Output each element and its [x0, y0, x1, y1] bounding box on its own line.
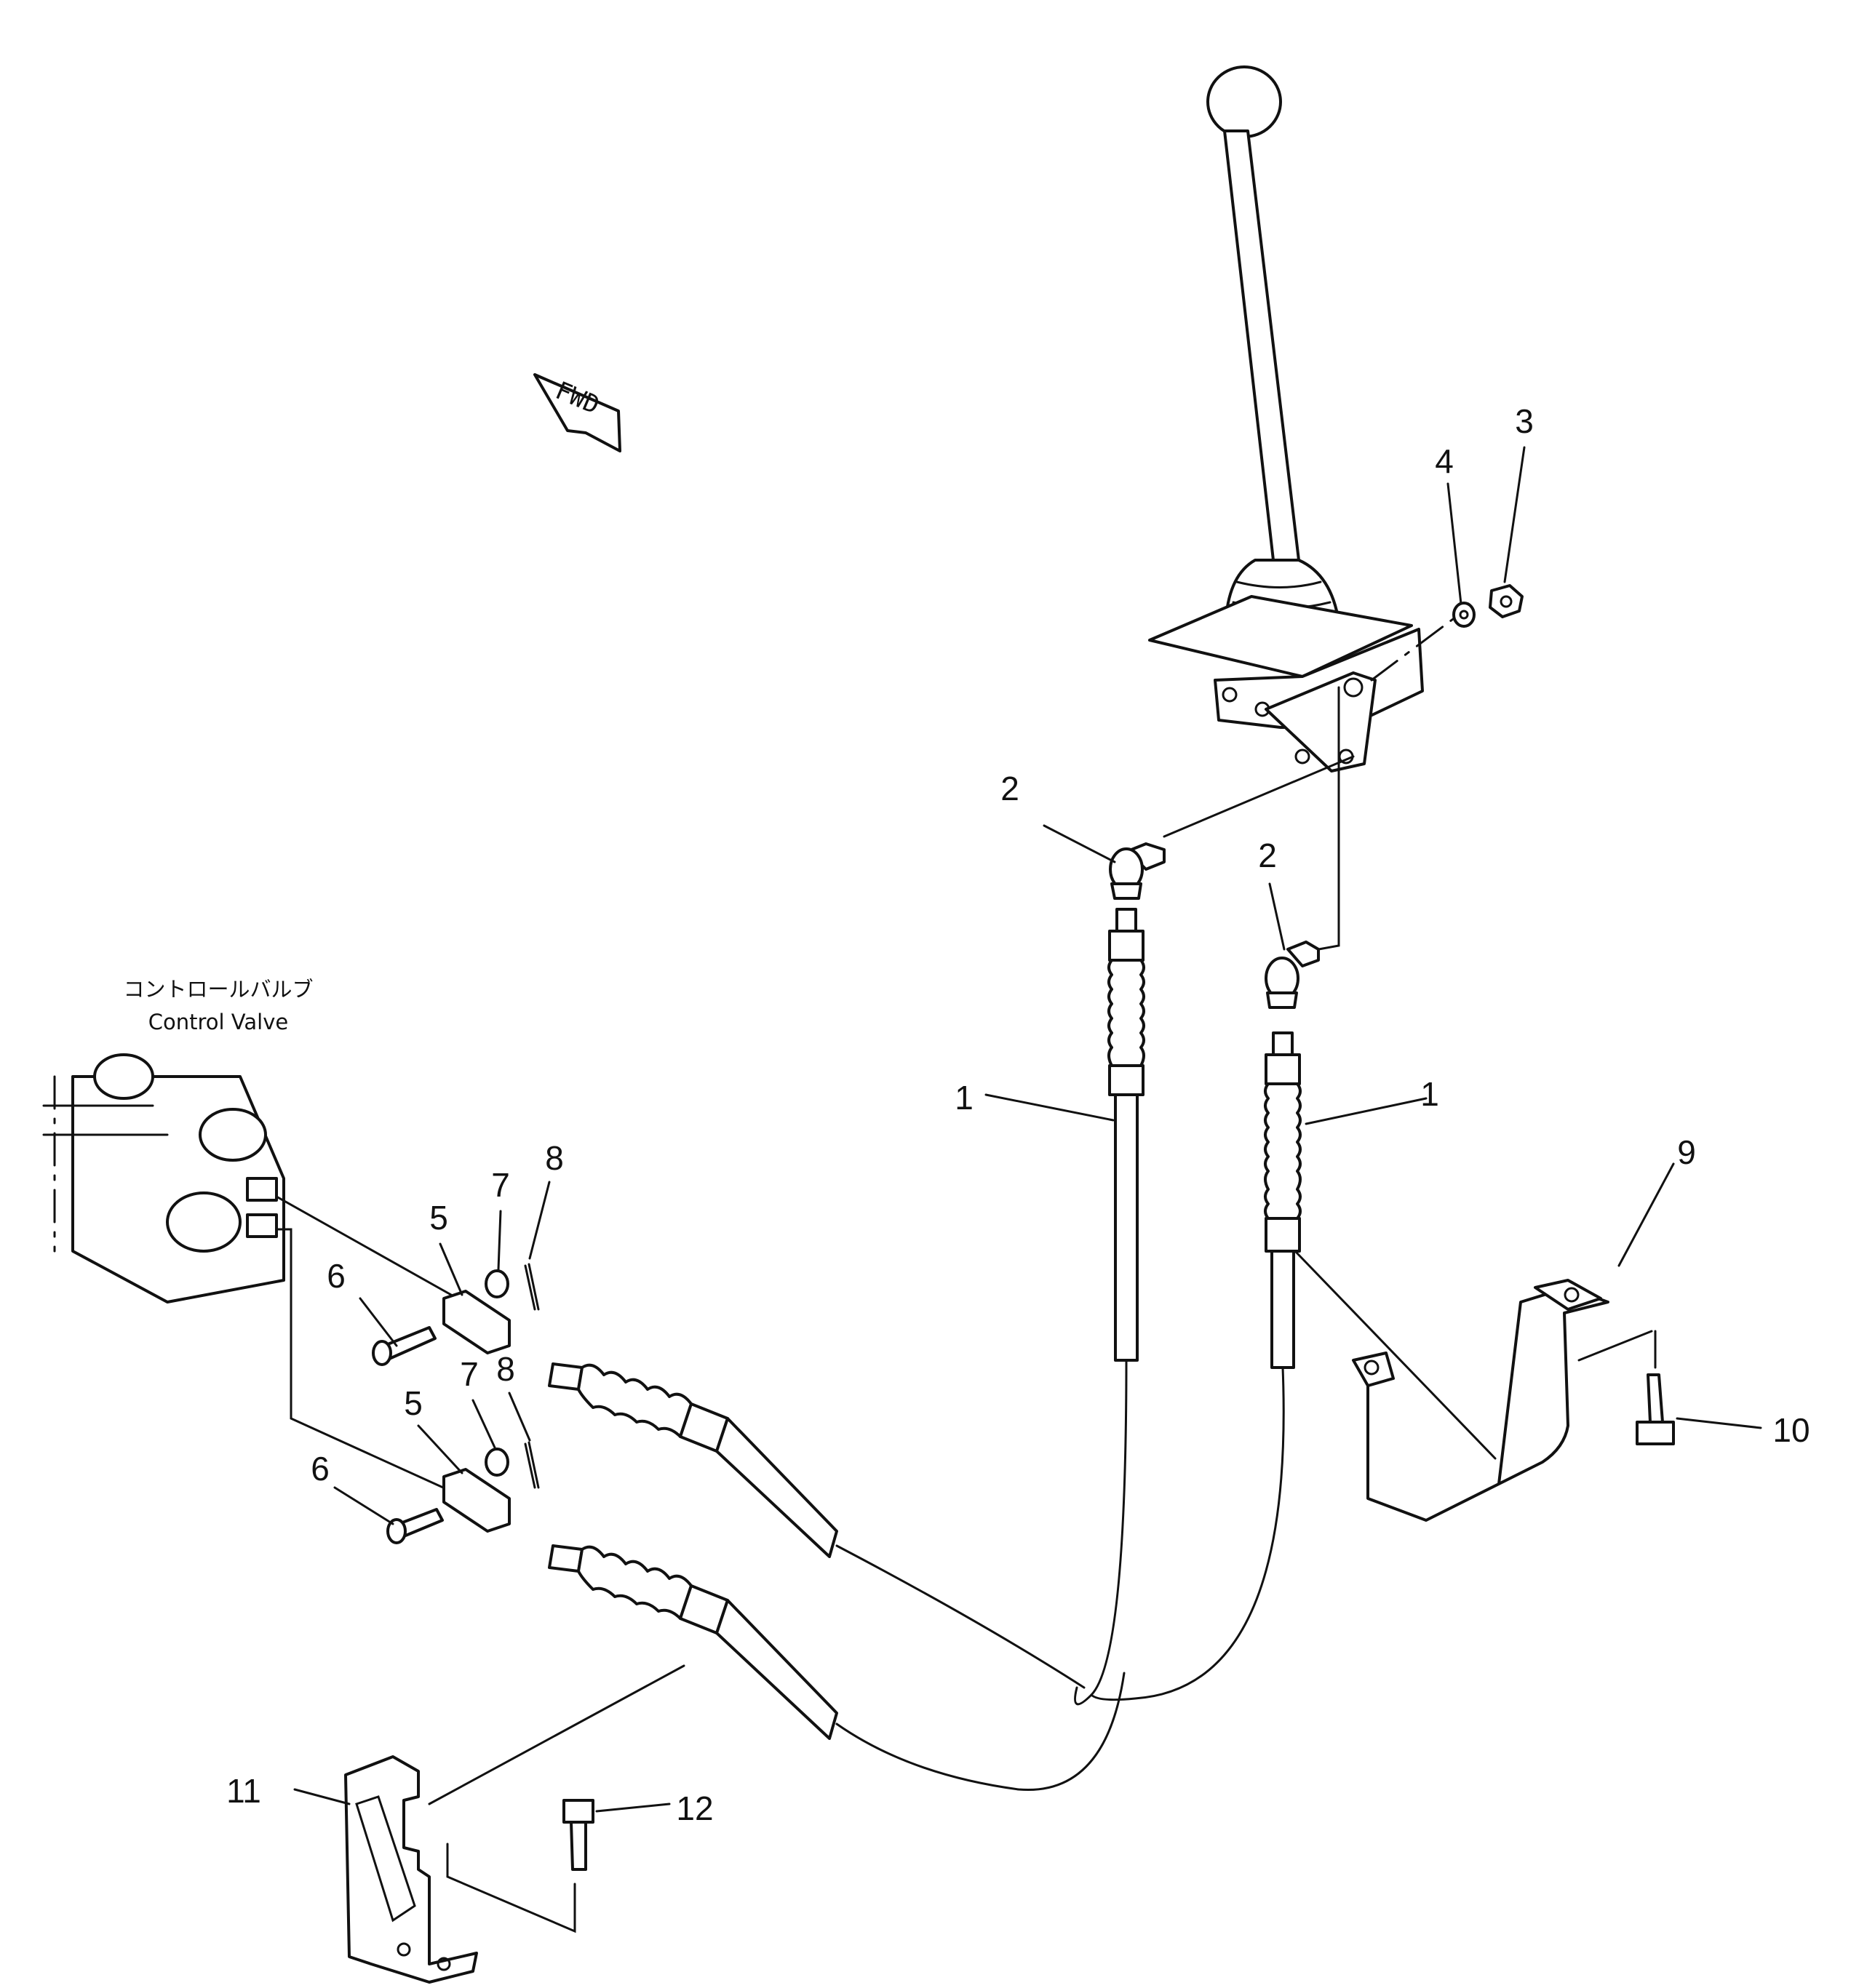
- ball-joint-left: [1109, 842, 1166, 900]
- cable-end-upper: [548, 1362, 838, 1558]
- callout-2-left: 2: [1000, 770, 1019, 807]
- callout-5-upper: 5: [429, 1199, 448, 1237]
- callout-5-lower: 5: [404, 1384, 423, 1422]
- control-lever-assembly: [1148, 65, 1524, 773]
- cable-end-lower: [548, 1544, 838, 1740]
- callout-3: 3: [1515, 402, 1534, 440]
- callout-9: 9: [1677, 1133, 1696, 1171]
- lever-arm: [1265, 671, 1377, 773]
- fwd-direction-marker: FWD: [533, 373, 621, 452]
- callout-10: 10: [1772, 1411, 1810, 1449]
- washer: [1452, 602, 1476, 628]
- nut: [1489, 584, 1524, 618]
- clevis: [442, 1468, 511, 1533]
- lever-base-plate: [1148, 595, 1413, 678]
- callout-8-lower: 8: [496, 1350, 515, 1388]
- leader-lines: [293, 446, 1762, 1813]
- callout-12: 12: [676, 1789, 713, 1827]
- control-valve-label-en: Control Valve: [148, 1010, 288, 1034]
- callout-7-upper: 7: [491, 1166, 510, 1204]
- cable-right: [1090, 1031, 1302, 1701]
- callout-1-right: 1: [1420, 1075, 1439, 1113]
- callout-6-lower: 6: [311, 1450, 330, 1488]
- control-valve-label-jp: コントロールバルブ: [123, 977, 313, 1002]
- callout-6-upper: 6: [327, 1257, 346, 1295]
- ball-joint-right: [1265, 941, 1320, 1009]
- callout-1-left: 1: [955, 1079, 974, 1117]
- washer: [485, 1448, 509, 1477]
- bolt-12: [562, 1799, 594, 1871]
- clevis-set-upper: [372, 1263, 540, 1366]
- callout-8-upper: 8: [545, 1139, 564, 1177]
- cotter-pin: [524, 1441, 540, 1489]
- cable-left: [1074, 908, 1145, 1706]
- clevis: [442, 1290, 511, 1354]
- clevis-set-lower: [386, 1441, 540, 1544]
- callout-4: 4: [1435, 442, 1454, 480]
- cotter-pin: [524, 1263, 540, 1311]
- callout-7-lower: 7: [460, 1355, 479, 1393]
- callout-11: 11: [226, 1772, 261, 1810]
- lever-knob: [1206, 65, 1282, 138]
- lever-shaft: [1223, 129, 1300, 562]
- bracket-11: [344, 1664, 685, 1984]
- bracket-9: [1294, 1250, 1609, 1522]
- control-valve: [42, 1053, 453, 1493]
- bolt-10: [1577, 1330, 1675, 1445]
- callout-2-right: 2: [1258, 837, 1277, 874]
- washer: [485, 1269, 509, 1298]
- callout-numbers: 1 1 2 2 3 4 5 5 6 6 7 7 8 8 9 10 11 12: [226, 402, 1810, 1827]
